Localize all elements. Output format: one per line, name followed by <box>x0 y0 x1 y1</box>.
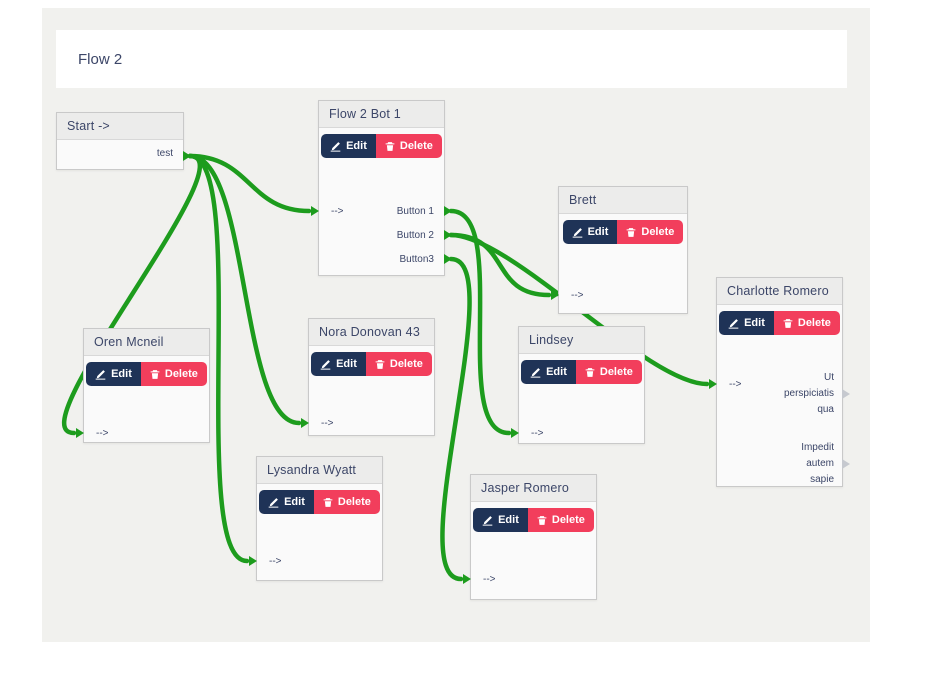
edit-pencil-icon <box>330 141 341 152</box>
output-port-label: Impedit autem sapie <box>801 442 834 485</box>
edit-button[interactable]: Edit <box>321 134 376 158</box>
node-brett[interactable]: Brett Edit Delete --> <box>551 186 688 314</box>
delete-button[interactable]: Delete <box>575 360 642 384</box>
edit-button[interactable]: Edit <box>521 360 576 384</box>
edit-pencil-icon <box>320 359 331 370</box>
node-lysandra-wyatt[interactable]: Lysandra Wyatt Edit Delete --> <box>249 456 383 581</box>
node-title: Start -> <box>67 119 110 133</box>
node-header[interactable]: Nora Donovan 43 <box>309 319 434 346</box>
trash-icon <box>385 141 395 151</box>
output-port-arrow-icon[interactable] <box>842 389 850 399</box>
output-port-arrow-icon[interactable] <box>444 206 452 216</box>
trash-icon <box>537 515 547 525</box>
node-nora-donovan[interactable]: Nora Donovan 43 Edit Delete --> <box>301 318 435 436</box>
node-title: Jasper Romero <box>481 481 570 495</box>
edit-button[interactable]: Edit <box>86 362 141 386</box>
edit-button[interactable]: Edit <box>259 490 314 514</box>
output-port-arrow-icon[interactable] <box>444 230 452 240</box>
input-port-label: --> <box>531 427 544 439</box>
node-title: Oren Mcneil <box>94 335 164 349</box>
edit-button[interactable]: Edit <box>473 508 528 532</box>
output-port-arrow-icon[interactable] <box>842 459 850 469</box>
node-charlotte-romero[interactable]: Charlotte Romero Edit Delete --> Ut pers… <box>709 277 850 487</box>
input-port-label: --> <box>483 573 496 585</box>
edit-pencil-icon <box>728 318 739 329</box>
output-port-label: Button 1 <box>396 205 434 217</box>
input-port-label: --> <box>269 555 282 567</box>
input-port-arrow-icon[interactable] <box>463 574 471 584</box>
trash-icon <box>323 497 333 507</box>
edit-button[interactable]: Edit <box>311 352 366 376</box>
output-port-arrow-icon[interactable] <box>444 254 452 264</box>
node-title: Flow 2 Bot 1 <box>329 107 401 121</box>
delete-button[interactable]: Delete <box>140 362 207 386</box>
node-title: Lindsey <box>529 333 574 347</box>
input-port-label: --> <box>96 427 109 439</box>
input-port-label: --> <box>729 378 742 390</box>
edit-button[interactable]: Edit <box>562 220 618 244</box>
node-title: Charlotte Romero <box>727 284 829 298</box>
trash-icon <box>627 227 636 237</box>
node-header[interactable]: Brett <box>559 187 687 214</box>
delete-button[interactable]: Delete <box>313 490 380 514</box>
node-oren-mcneil[interactable]: Oren Mcneil Edit Delete --> <box>76 328 210 443</box>
edit-button[interactable]: Edit <box>719 311 774 335</box>
node-flow2-bot1[interactable]: Flow 2 Bot 1 Edit Delete --> Button 1 Bu… <box>311 100 452 276</box>
delete-button[interactable]: Delete <box>375 134 442 158</box>
node-title: Brett <box>569 193 597 207</box>
input-port-arrow-icon[interactable] <box>709 379 717 389</box>
edit-pencil-icon <box>482 515 493 526</box>
input-port-label: --> <box>331 205 344 217</box>
output-port-label: Ut perspiciatis qua <box>783 372 834 415</box>
node-header[interactable]: Lindsey <box>519 327 644 354</box>
edit-pencil-icon <box>268 497 279 508</box>
node-header[interactable]: Jasper Romero <box>471 475 596 502</box>
trash-icon <box>783 318 793 328</box>
node-start[interactable]: Start -> test <box>56 112 191 170</box>
input-port-label: --> <box>321 417 334 429</box>
node-header[interactable]: Oren Mcneil <box>84 329 209 356</box>
delete-button[interactable]: Delete <box>527 508 594 532</box>
edit-pencil-icon <box>572 227 582 238</box>
node-lindsey[interactable]: Lindsey Edit Delete --> <box>511 326 645 444</box>
port-label: test <box>156 148 173 159</box>
flow-title-bar: Flow 2 <box>56 30 847 88</box>
node-jasper-romero[interactable]: Jasper Romero Edit Delete --> <box>463 474 597 600</box>
delete-button[interactable]: Delete <box>365 352 432 376</box>
output-port-label: Button3 <box>399 253 434 265</box>
trash-icon <box>150 369 160 379</box>
output-port-arrow-icon[interactable] <box>183 151 191 161</box>
input-port-arrow-icon[interactable] <box>301 418 309 428</box>
trash-icon <box>585 367 595 377</box>
input-port-label: --> <box>571 289 584 301</box>
edit-pencil-icon <box>95 369 106 380</box>
node-header[interactable]: Lysandra Wyatt <box>257 457 382 484</box>
node-header[interactable]: Charlotte Romero <box>717 278 842 305</box>
input-port-arrow-icon[interactable] <box>311 206 319 216</box>
node-start-header[interactable]: Start -> <box>57 113 183 140</box>
input-port-arrow-icon[interactable] <box>76 428 84 438</box>
trash-icon <box>375 359 385 369</box>
node-title: Nora Donovan 43 <box>319 325 420 339</box>
output-port-label: Button 2 <box>396 229 434 241</box>
flow-title: Flow 2 <box>78 50 123 68</box>
node-title: Lysandra Wyatt <box>267 463 357 477</box>
input-port-arrow-icon[interactable] <box>511 428 519 438</box>
edit-pencil-icon <box>530 367 541 378</box>
delete-button[interactable]: Delete <box>773 311 840 335</box>
input-port-arrow-icon[interactable] <box>551 290 559 300</box>
delete-button[interactable]: Delete <box>617 220 684 244</box>
node-header[interactable]: Flow 2 Bot 1 <box>319 101 444 128</box>
input-port-arrow-icon[interactable] <box>249 556 257 566</box>
